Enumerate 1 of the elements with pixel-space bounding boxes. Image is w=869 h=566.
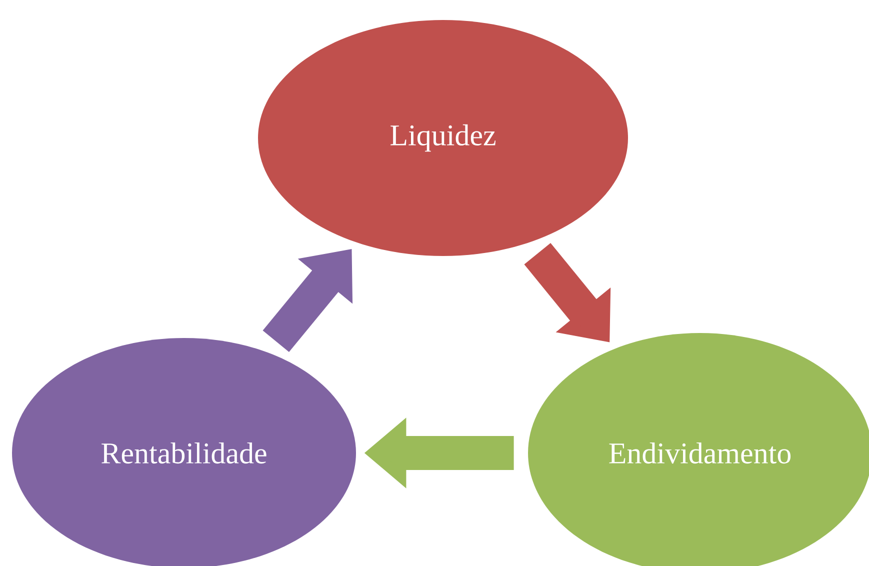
ellipse-node: Liquidez bbox=[258, 20, 628, 256]
